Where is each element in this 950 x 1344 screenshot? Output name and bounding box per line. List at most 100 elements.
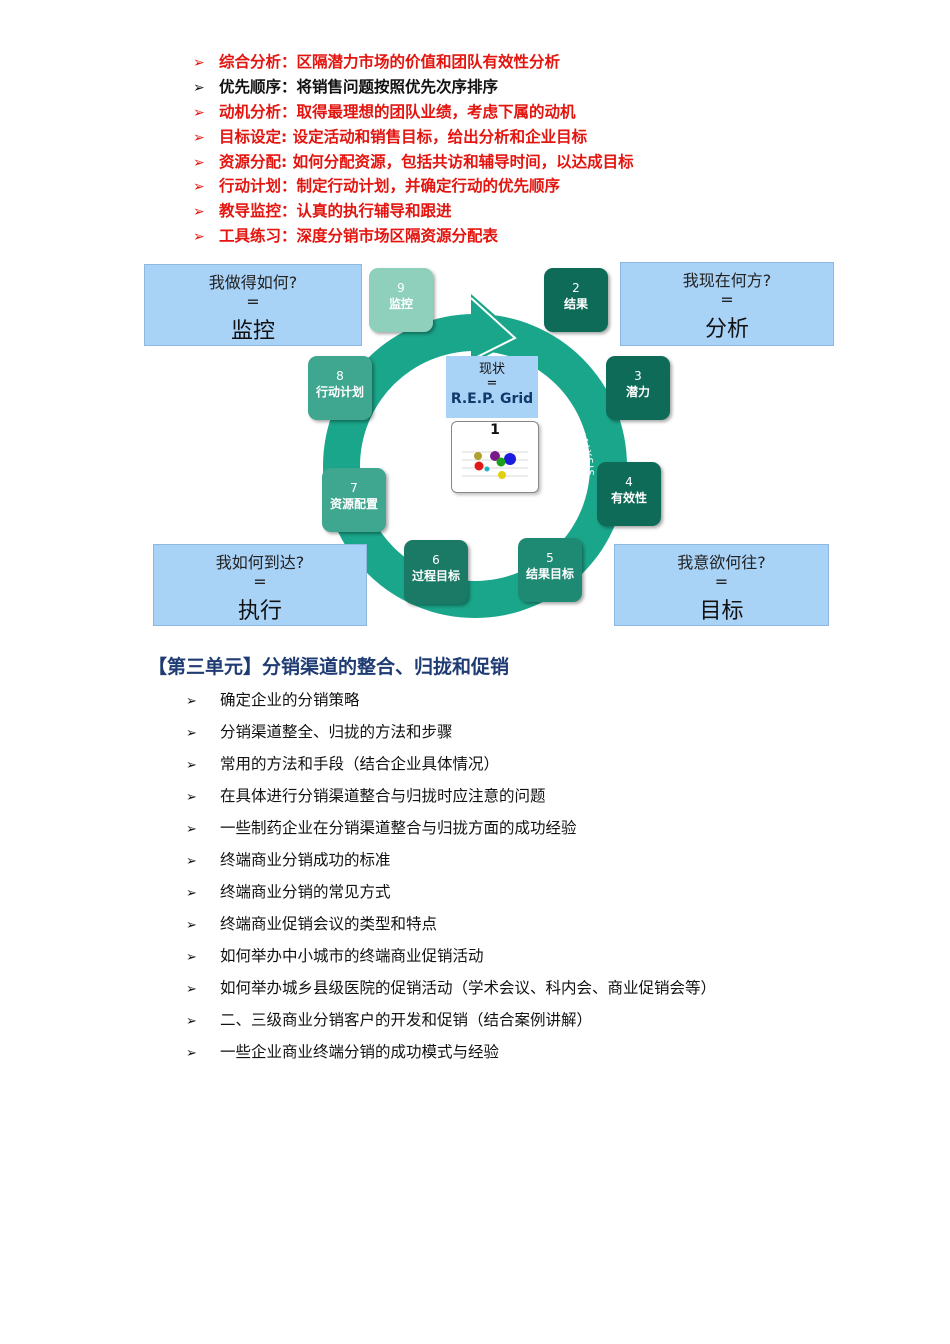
quadrant-monitor: 我做得如何? = 监控 <box>144 264 362 346</box>
list-item-text: 行动计划：制定行动计划，并确定行动的优先顺序 <box>219 177 561 196</box>
rep-grid-thumbnail: 1 <box>451 421 539 493</box>
arrow-bullet-icon: ➢ <box>193 179 205 196</box>
arrow-bullet-icon: ➢ <box>193 104 205 121</box>
step-label: 资源配置 <box>329 497 378 511</box>
rep-grid-number: 1 <box>490 422 500 438</box>
arrow-bullet-icon: ➢ <box>186 918 197 933</box>
step-9-monitor: 9 监控 <box>369 268 433 332</box>
list-item-text: 动机分析：取得最理想的团队业绩，考虑下属的动机 <box>219 102 576 121</box>
quadrant-answer: 执行 <box>237 599 282 624</box>
arrow-bullet-icon: ➢ <box>186 758 197 773</box>
list-item: ➢ 优先顺序：将销售问题按照优先次序排序 <box>193 75 634 100</box>
quadrant-question: 我意欲何往? <box>677 553 766 572</box>
list-item-text: 资源分配: 如何分配资源，包括共访和辅导时间，以达成目标 <box>219 152 634 171</box>
unit-three-title: 【第三单元】分销渠道的整合、归拢和促销 <box>148 656 510 678</box>
arrow-bullet-icon: ➢ <box>193 204 205 221</box>
rep-grid-title: R.E.P. Grid <box>450 391 534 407</box>
list-item: ➢ 一些企业商业终端分销的成功模式与经验 <box>186 1038 716 1070</box>
quadrant-execute: 我如何到达? = 执行 <box>153 544 367 626</box>
step-number: 6 <box>432 553 440 567</box>
bubble-chart-icon <box>462 451 528 479</box>
quadrant-question: 我做得如何? <box>208 273 298 292</box>
quadrant-objective: 我意欲何往? = 目标 <box>614 544 829 626</box>
list-item: ➢ 目标设定: 设定活动和销售目标，给出分析和企业目标 <box>193 125 634 150</box>
rep-grid-cycle-diagram: MONITORING ANALYSIS OBJECTIVE SETTING RE… <box>140 258 840 638</box>
list-item: ➢ 常用的方法和手段（结合企业具体情况） <box>186 750 716 782</box>
list-item: ➢ 如何举办中小城市的终端商业促销活动 <box>186 942 716 974</box>
step-7-resource-allocation: 7 资源配置 <box>322 468 386 532</box>
arrow-bullet-icon: ➢ <box>186 854 197 869</box>
step-number: 8 <box>336 369 344 383</box>
step-label: 行动计划 <box>315 385 364 399</box>
list-item: ➢ 终端商业促销会议的类型和特点 <box>186 910 716 942</box>
arrow-bullet-icon: ➢ <box>186 1046 197 1061</box>
arrow-bullet-icon: ➢ <box>193 129 205 146</box>
list-item-text: 常用的方法和手段（结合企业具体情况） <box>220 755 500 773</box>
list-item: ➢ 一些制药企业在分销渠道整合与归拢方面的成功经验 <box>186 814 716 846</box>
list-item: ➢ 动机分析：取得最理想的团队业绩，考虑下属的动机 <box>193 100 634 125</box>
list-item-text: 分销渠道整全、归拢的方法和步骤 <box>220 723 453 741</box>
step-4-effectiveness: 4 有效性 <box>597 462 661 526</box>
quadrant-equals: = <box>253 572 267 591</box>
list-item: ➢ 分销渠道整全、归拢的方法和步骤 <box>186 718 716 750</box>
list-item: ➢ 综合分析：区隔潜力市场的价值和团队有效性分析 <box>193 50 634 75</box>
list-item: ➢教导监控：认真的执行辅导和跟进 <box>193 199 634 224</box>
list-item: ➢二、三级商业分销客户的开发和促销（结合案例讲解） <box>186 1006 716 1038</box>
list-item-text: 如何举办城乡县级医院的促销活动（学术会议、科内会、商业促销会等） <box>220 979 717 997</box>
arrow-bullet-icon: ➢ <box>193 229 205 246</box>
list-item-text: 确定企业的分销策略 <box>220 691 360 709</box>
step-3-potential: 3 潜力 <box>606 356 670 420</box>
arrow-bullet-icon: ➢ <box>193 79 205 96</box>
objectives-list: ➢ 综合分析：区隔潜力市场的价值和团队有效性分析 ➢ 优先顺序：将销售问题按照优先次… <box>193 50 634 249</box>
list-item: ➢ 在具体进行分销渠道整合与归拢时应注意的问题 <box>186 782 716 814</box>
step-5-result-objective: 5 结果目标 <box>518 538 582 602</box>
arrow-bullet-icon: ➢ <box>186 822 197 837</box>
quadrant-question: 我现在何方? <box>682 271 772 290</box>
step-label: 结果 <box>563 297 588 311</box>
list-item: ➢ 工具练习：深度分销市场区隔资源分配表 <box>193 224 634 249</box>
arrow-bullet-icon: ➢ <box>186 982 197 997</box>
quadrant-question: 我如何到达? <box>215 553 305 572</box>
step-number: 9 <box>397 281 405 295</box>
list-item-text: 在具体进行分销渠道整合与归拢时应注意的问题 <box>220 787 546 805</box>
step-label: 潜力 <box>625 385 650 399</box>
step-label: 监控 <box>388 297 413 311</box>
quadrant-equals: = <box>246 292 260 311</box>
step-number: 7 <box>350 481 358 495</box>
quadrant-answer: 监控 <box>230 319 275 344</box>
step-number: 5 <box>546 551 554 565</box>
unit-three-list: ➢ 确定企业的分销策略 ➢ 分销渠道整全、归拢的方法和步骤 ➢ 常用的方法和手段（结合… <box>186 686 716 1070</box>
quadrant-equals: = <box>720 290 734 309</box>
step-number: 2 <box>572 281 580 295</box>
step-number: 3 <box>634 369 642 383</box>
arrow-bullet-icon: ➢ <box>186 694 197 709</box>
step-8-action-plan: 8 行动计划 <box>308 356 372 420</box>
arrow-bullet-icon: ➢ <box>186 726 197 741</box>
step-2-result: 2 结果 <box>544 268 608 332</box>
list-item-text: 综合分析：区隔潜力市场的价值和团队有效性分析 <box>219 53 561 71</box>
list-item-text: 如何举办中小城市的终端商业促销活动 <box>220 947 484 965</box>
arrow-bullet-icon: ➢ <box>186 950 197 965</box>
list-item: ➢ 终端商业分销成功的标准 <box>186 846 716 878</box>
list-item-text: 一些制药企业在分销渠道整合与归拢方面的成功经验 <box>220 819 577 837</box>
arrow-bullet-icon: ➢ <box>186 790 197 805</box>
step-number: 4 <box>625 475 633 489</box>
arrow-bullet-icon: ➢ <box>193 55 205 71</box>
quadrant-analysis: 我现在何方? = 分析 <box>620 262 834 346</box>
cycle-arrow-outline <box>470 297 517 361</box>
current-state-box: 现状 = R.E.P. Grid <box>446 356 538 418</box>
current-state-label: 现状 <box>478 362 505 377</box>
list-item-text: 目标设定: 设定活动和销售目标，给出分析和企业目标 <box>219 127 588 146</box>
quadrant-answer: 目标 <box>699 599 744 624</box>
list-item-text: 优先顺序：将销售问题按照优先次序排序 <box>219 77 499 96</box>
list-item: ➢ 如何举办城乡县级医院的促销活动（学术会议、科内会、商业促销会等） <box>186 974 716 1006</box>
list-item: ➢资源分配: 如何分配资源，包括共访和辅导时间，以达成目标 <box>193 150 634 175</box>
current-state-equals: = <box>486 376 498 391</box>
quadrant-equals: = <box>714 572 729 591</box>
list-item-text: 终端商业分销成功的标准 <box>220 851 391 869</box>
step-label: 有效性 <box>610 491 647 505</box>
step-6-process-objective: 6 过程目标 <box>404 540 468 604</box>
list-item-text: 工具练习：深度分销市场区隔资源分配表 <box>219 227 499 246</box>
list-item-text: 终端商业促销会议的类型和特点 <box>220 915 438 933</box>
list-item-text: 一些企业商业终端分销的成功模式与经验 <box>220 1043 500 1061</box>
